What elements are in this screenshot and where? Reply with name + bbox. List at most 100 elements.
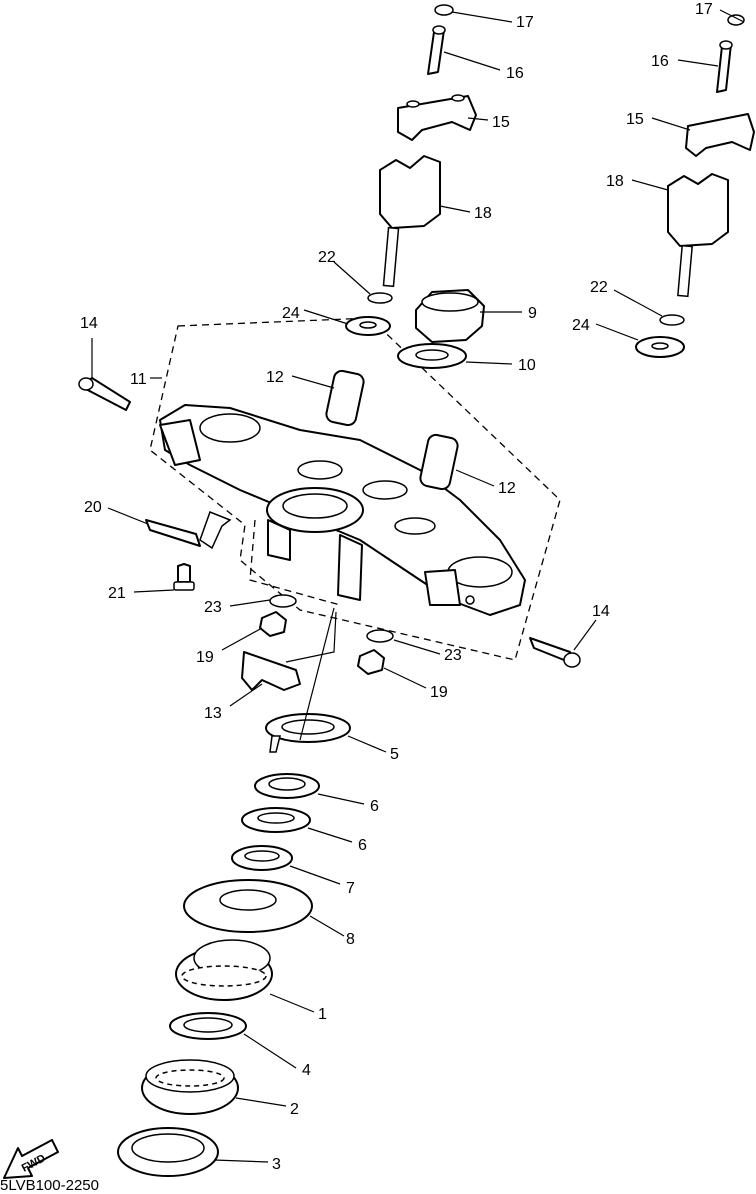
leader-12b (455, 469, 495, 487)
leader-6a (317, 793, 365, 805)
leader-20 (107, 507, 149, 525)
callout-17a: 17 (516, 14, 534, 31)
leader-16b (677, 59, 719, 67)
callout-22a: 22 (318, 249, 336, 266)
leader-23a (229, 599, 271, 607)
bearing-2-balls (155, 1069, 225, 1087)
callout-12a: 12 (266, 369, 284, 386)
callout-2: 2 (290, 1101, 299, 1118)
leader-3 (213, 1159, 269, 1163)
cap-17-left (434, 4, 454, 16)
callout-16b: 16 (651, 53, 669, 70)
upper-bracket-hole-left (199, 413, 261, 443)
upper-bracket-11 (159, 404, 526, 616)
right-handlebar-stack (635, 14, 755, 358)
washer-10-hole (415, 349, 449, 361)
callout-8: 8 (346, 931, 355, 948)
callout-24b: 24 (572, 317, 590, 334)
holder-18-left (379, 155, 441, 229)
leader-22a (333, 261, 371, 295)
upper-bracket-center-hole (282, 493, 348, 519)
leader-19b (383, 667, 427, 689)
callout-23a: 23 (204, 599, 222, 616)
callout-14a: 14 (80, 315, 98, 332)
callout-17b: 17 (695, 1, 713, 18)
holder-15-hole-b (451, 94, 465, 102)
leader-22b (613, 289, 663, 317)
callout-19a: 19 (196, 649, 214, 666)
leader-1 (269, 993, 315, 1013)
leader-15a (467, 117, 489, 121)
leader-5 (347, 735, 387, 753)
washer-23-left (269, 594, 297, 608)
leader-13-b (285, 611, 337, 663)
callout-6b: 7 (346, 880, 355, 897)
bolt-head-16-left (432, 25, 446, 35)
holder-15-right (685, 113, 755, 157)
callout-20: 20 (84, 499, 102, 516)
callout-15a: 15 (492, 114, 510, 131)
leader-16a (443, 51, 501, 71)
leader-17b (719, 9, 745, 23)
washer-23-right (366, 629, 394, 643)
holder-18-stud-right (677, 244, 693, 298)
leader-17a (451, 11, 513, 23)
nut-19-left (259, 611, 287, 637)
leader-2 (235, 1097, 287, 1107)
crown-nut-9-top (421, 292, 479, 312)
callout-15b: 15 (626, 111, 644, 128)
bolt-16-left (427, 29, 445, 75)
collar-12-left (325, 369, 365, 427)
leader-19a (221, 627, 263, 651)
holder-15-left (397, 95, 477, 141)
upper-bracket-socket-a (297, 460, 343, 480)
upper-bracket-clamp-right (424, 569, 461, 606)
leader-4 (243, 1033, 297, 1069)
leader-21 (133, 589, 175, 593)
assembly-dashed-outline (149, 317, 561, 661)
clamp-20-bracket (199, 511, 232, 550)
callout-16a: 16 (506, 65, 524, 82)
fwd-arrow-shape (3, 1139, 59, 1179)
leader-7 (307, 827, 353, 843)
leader-15b (651, 117, 691, 131)
upper-bracket-stem-left (267, 519, 291, 561)
callout-1: 1 (318, 1006, 327, 1023)
callout-24a: 24 (282, 305, 300, 322)
callout-13: 13 (204, 705, 222, 722)
washer-24-left-hole (359, 321, 377, 329)
seal-3-hole (131, 1133, 205, 1163)
callout-3: 3 (272, 1156, 281, 1173)
holder-15-hole-a (406, 100, 420, 108)
callout-11: 11 (130, 371, 147, 388)
clamp-20 (145, 519, 201, 547)
ring-nut-6-upper-hole (268, 777, 306, 791)
callout-18b: 18 (606, 173, 624, 190)
leader-6b (289, 865, 341, 885)
bolt-21-head (173, 581, 195, 591)
bolt-14-right-head (563, 652, 581, 668)
leader-lines (91, 9, 745, 1163)
upper-bracket-socket-c (394, 517, 436, 535)
upper-bracket-clamp-left (159, 419, 201, 466)
leader-10 (465, 361, 513, 365)
bearing-1-balls (181, 965, 267, 987)
leader-12a (291, 375, 335, 389)
callout-18a: 18 (474, 205, 492, 222)
leader-23b (393, 639, 441, 655)
cover-13 (241, 651, 301, 691)
washer-22-right (659, 314, 685, 326)
cap-17-right (727, 14, 745, 26)
upper-bracket-socket-b (362, 480, 408, 500)
callout-23b: 23 (444, 647, 462, 664)
leader-14b (573, 619, 597, 651)
upper-bracket-stem-right (337, 534, 363, 601)
leader-8 (309, 915, 345, 937)
callout-12b: 12 (498, 480, 516, 497)
callout-labels: 17 17 16 16 15 15 18 18 22 22 24 24 9 10… (80, 1, 713, 1173)
upper-bracket-bolt-hole-right (465, 595, 475, 605)
catalog-code: 5LVB100-2250 (0, 1177, 99, 1194)
washer-4-hole (183, 1017, 233, 1033)
callout-22b: 22 (590, 279, 608, 296)
